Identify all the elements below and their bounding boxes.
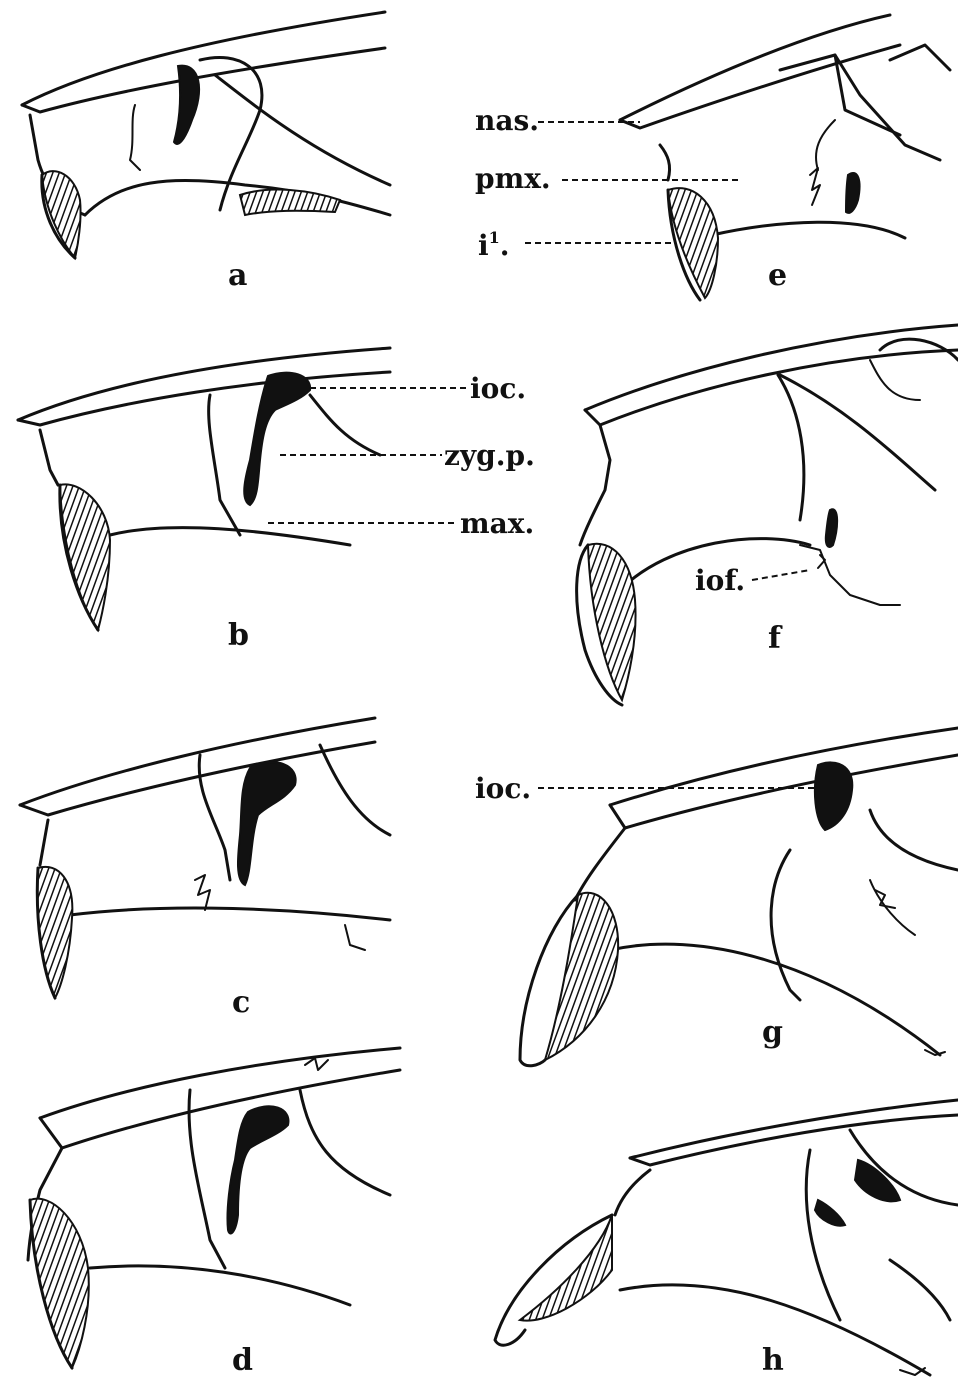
panel-label-d: d — [232, 1343, 253, 1378]
label-incisor-e-superscript: 1 — [489, 228, 500, 247]
panel-b-drawing — [18, 348, 390, 630]
panel-c-drawing — [20, 718, 390, 998]
panel-label-e: e — [768, 258, 787, 293]
label-incisor-e-base: i — [478, 229, 489, 262]
panel-a-drawing — [22, 12, 390, 258]
panel-h-drawing — [495, 1100, 958, 1375]
label-ioc-g: ioc. — [475, 772, 531, 805]
panel-label-c: c — [232, 985, 250, 1020]
label-incisor-e: i1. — [478, 228, 510, 262]
label-nasal-e: nas. — [475, 104, 539, 137]
leader-f-iof — [752, 570, 810, 580]
panel-d-drawing — [28, 1048, 400, 1368]
panel-label-f: f — [768, 621, 783, 656]
label-incisor-e-dot: . — [500, 229, 510, 262]
label-maxilla-b: max. — [460, 507, 534, 540]
panel-label-a: a — [228, 258, 247, 293]
panel-label-g: g — [762, 1015, 783, 1050]
label-zygomatic-plate-b: zyg.p. — [444, 439, 535, 472]
panel-label-b: b — [228, 618, 249, 653]
panel-label-h: h — [762, 1343, 784, 1378]
panel-g-drawing — [520, 728, 958, 1066]
label-infraorbital-foramen-f: iof. — [695, 564, 745, 597]
label-ioc-b: ioc. — [470, 372, 526, 405]
label-premaxilla-e: pmx. — [475, 162, 551, 195]
